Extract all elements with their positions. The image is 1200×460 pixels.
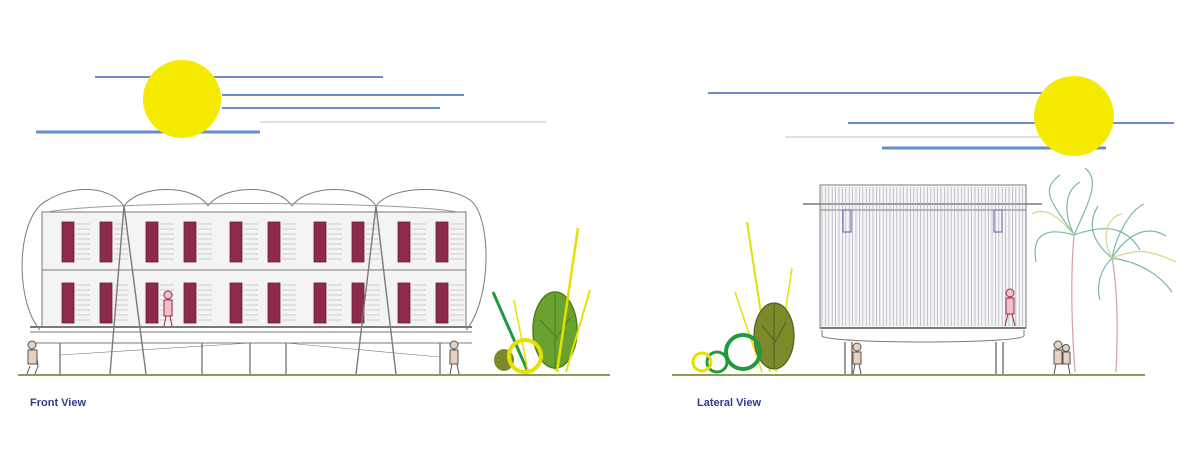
front-windows — [61, 221, 464, 324]
window — [61, 282, 75, 324]
window — [397, 282, 411, 324]
lateral-palm-tree-icon — [1031, 167, 1177, 373]
window — [435, 282, 449, 324]
front-sky-lines — [36, 76, 546, 134]
window — [183, 221, 197, 263]
lateral-person-icon — [852, 342, 862, 375]
front-person-icon — [163, 290, 173, 327]
front-structure — [59, 205, 441, 375]
window — [435, 221, 449, 263]
lateral-slats — [821, 187, 1023, 326]
window — [145, 282, 159, 324]
window — [229, 221, 243, 263]
window — [229, 282, 243, 324]
lateral-openings — [842, 209, 1003, 233]
lateral-person-icon — [1053, 340, 1071, 375]
window — [61, 221, 75, 263]
window — [145, 221, 159, 263]
front-building — [21, 188, 487, 344]
front-plant-icon — [491, 227, 591, 374]
front-view — [18, 60, 610, 376]
front-sun-icon — [143, 60, 221, 138]
lateral-view-caption: Lateral View — [697, 397, 761, 409]
window — [183, 282, 197, 324]
window — [267, 282, 281, 324]
window — [313, 282, 327, 324]
window — [313, 221, 327, 263]
window — [351, 221, 365, 263]
lateral-legs — [844, 342, 1004, 374]
lateral-sun-icon — [1034, 76, 1114, 156]
lateral-person-icon — [1004, 288, 1016, 327]
window — [99, 221, 113, 263]
front-person-icon — [449, 340, 460, 375]
front-view-caption: Front View — [30, 397, 87, 409]
window — [397, 221, 411, 263]
lateral-view — [672, 76, 1177, 376]
window — [99, 282, 113, 324]
front-person-icon — [26, 340, 39, 375]
lateral-plant-icon — [691, 221, 795, 374]
window — [267, 221, 281, 263]
